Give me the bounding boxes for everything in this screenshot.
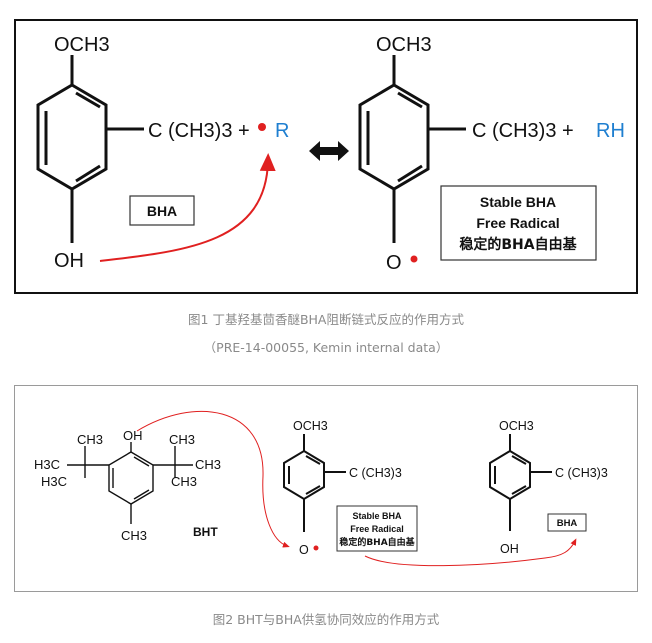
- rh-label: RH: [596, 120, 625, 142]
- figure-1-diagram: OCH3 C (CH3)3 + R OH BHA OCH3 C (CH3)3 +…: [36, 34, 625, 274]
- bha-molecule-small: [489, 434, 552, 531]
- right-bha-label: BHA: [557, 518, 578, 529]
- stable-bha-line1: Stable BHA: [480, 194, 556, 210]
- figure-2-diagram: CH3 H3C H3C OH CH3 CH3 CH3 CH3 BHT OCH3 …: [34, 411, 608, 567]
- mid-tert-butyl-label: C (CH3)3: [349, 466, 402, 480]
- mid-oxygen-radical-label: O: [299, 543, 309, 557]
- tert-butyl-label: C (CH3)3 +: [148, 120, 250, 142]
- mid-radical-dot: [313, 545, 319, 551]
- hydroxyl-label: OH: [54, 250, 84, 272]
- bht-to-bha-arrow: [136, 411, 290, 548]
- bht-left-upper-methyl: CH3: [77, 432, 103, 447]
- bht-molecule: [67, 442, 193, 524]
- radical-tert-butyl-label: C (CH3)3 +: [472, 120, 574, 142]
- oxygen-radical-label: O: [386, 252, 402, 274]
- bha-radical-molecule: [358, 55, 466, 243]
- figure-1-reference: （PRE-14-00055, Kemin internal data）: [203, 340, 449, 355]
- bht-right-mid-methyl: CH3: [195, 457, 221, 472]
- bht-right-upper-methyl: CH3: [169, 432, 195, 447]
- figure-2-caption: 图2 BHT与BHA供氢协同效应的作用方式: [212, 612, 440, 627]
- mid-methoxy-label: OCH3: [293, 419, 328, 433]
- equilibrium-arrow: [309, 141, 349, 161]
- oxygen-radical-dot: [410, 255, 418, 263]
- right-methoxy-label: OCH3: [499, 419, 534, 433]
- methoxy-label: OCH3: [54, 34, 110, 56]
- hydrogen-transfer-arrow: [99, 153, 276, 262]
- mid-stable-bha-line3: 稳定的BHA自由基: [339, 536, 415, 548]
- mid-stable-bha-box: [336, 505, 418, 552]
- regeneration-arrow: [364, 538, 577, 567]
- stable-bha-line2: Free Radical: [476, 215, 559, 231]
- figure-1-panel: OCH3 C (CH3)3 + R OH BHA OCH3 C (CH3)3 +…: [14, 19, 638, 294]
- radical-r-label: R: [275, 120, 289, 142]
- radical-methoxy-label: OCH3: [376, 34, 432, 56]
- radical-dot: [258, 123, 266, 131]
- bha-molecule-left: [36, 55, 144, 243]
- bha-box: [129, 195, 195, 226]
- right-tert-butyl-label: C (CH3)3: [555, 466, 608, 480]
- figure-1-caption: 图1 丁基羟基茴香醚BHA阻断链式反应的作用方式: [188, 312, 464, 327]
- bht-left-mid-methyl: H3C: [34, 457, 60, 472]
- bht-para-methyl: CH3: [121, 528, 147, 543]
- right-hydroxyl-label: OH: [500, 542, 519, 556]
- figure-2-panel: CH3 H3C H3C OH CH3 CH3 CH3 CH3 BHT OCH3 …: [14, 385, 638, 592]
- stable-bha-box: [440, 185, 597, 261]
- mid-stable-bha-line2: Free Radical: [350, 524, 404, 534]
- bht-hydroxyl-label: OH: [123, 428, 143, 443]
- right-bha-box: [547, 513, 587, 532]
- bht-left-low-methyl: H3C: [41, 474, 67, 489]
- stable-bha-line3: 稳定的BHA自由基: [459, 236, 577, 253]
- bht-right-low-methyl: CH3: [171, 474, 197, 489]
- mid-stable-bha-line1: Stable BHA: [352, 511, 402, 521]
- bht-label: BHT: [193, 525, 218, 539]
- bha-box-label: BHA: [147, 203, 177, 219]
- bha-radical-molecule-small: [283, 434, 346, 532]
